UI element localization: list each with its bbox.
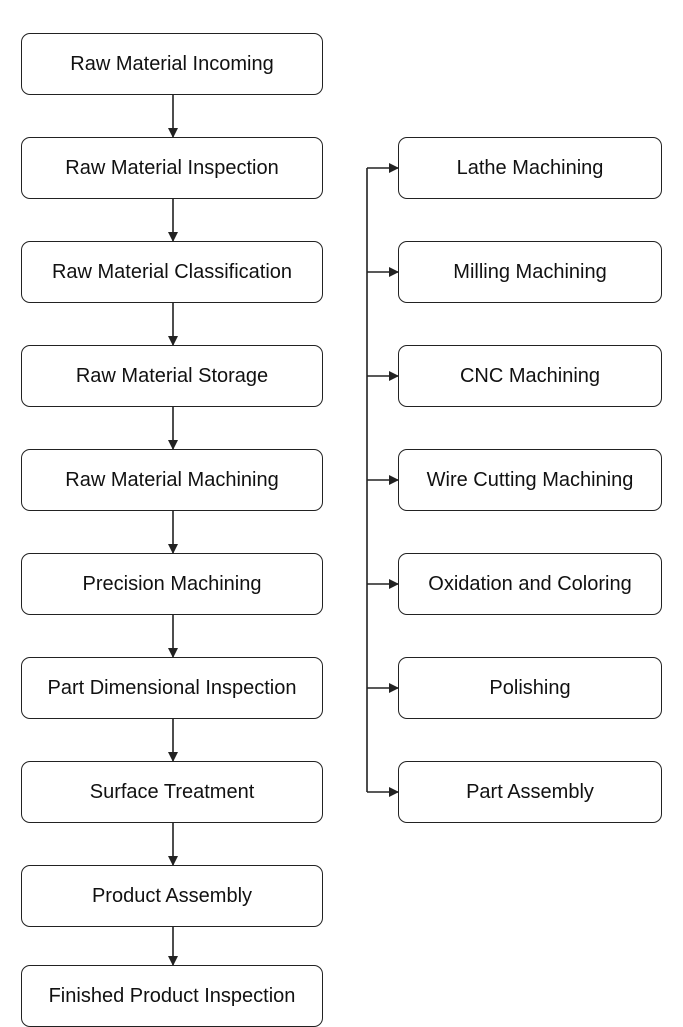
process-step-label: Finished Product Inspection: [48, 984, 296, 1007]
process-step-label: Product Assembly: [91, 884, 253, 907]
process-step-box: Finished Product Inspection: [21, 965, 323, 1027]
branch-process-box: Oxidation and Coloring: [398, 553, 662, 615]
process-step-label: Raw Material Incoming: [70, 52, 274, 75]
process-step-label: Raw Material Machining: [65, 468, 279, 491]
process-step-label: Precision Machining: [82, 572, 262, 595]
process-step-box: Raw Material Inspection: [21, 137, 323, 199]
process-step-box: Part Dimensional Inspection: [21, 657, 323, 719]
branch-process-box: CNC Machining: [398, 345, 662, 407]
branch-process-label: CNC Machining: [459, 364, 601, 387]
process-step-box: Raw Material Storage: [21, 345, 323, 407]
branch-process-label: Milling Machining: [453, 260, 607, 283]
branch-process-label: Lathe Machining: [456, 156, 604, 179]
process-step-box: Raw Material Classification: [21, 241, 323, 303]
process-step-box: Product Assembly: [21, 865, 323, 927]
branch-process-box: Part Assembly: [398, 761, 662, 823]
process-step-label: Part Dimensional Inspection: [47, 676, 297, 699]
process-step-label: Surface Treatment: [89, 780, 255, 803]
process-step-box: Surface Treatment: [21, 761, 323, 823]
process-step-label: Raw Material Storage: [75, 364, 269, 387]
branch-process-box: Milling Machining: [398, 241, 662, 303]
branch-process-label: Wire Cutting Machining: [426, 468, 634, 491]
branch-process-box: Polishing: [398, 657, 662, 719]
branch-process-label: Oxidation and Coloring: [428, 572, 632, 595]
process-step-box: Precision Machining: [21, 553, 323, 615]
branch-process-label: Part Assembly: [466, 780, 594, 803]
branch-process-box: Lathe Machining: [398, 137, 662, 199]
branch-process-box: Wire Cutting Machining: [398, 449, 662, 511]
process-step-label: Raw Material Inspection: [65, 156, 279, 179]
process-step-box: Raw Material Machining: [21, 449, 323, 511]
process-step-label: Raw Material Classification: [51, 260, 293, 283]
process-step-box: Raw Material Incoming: [21, 33, 323, 95]
branch-process-label: Polishing: [489, 676, 571, 699]
